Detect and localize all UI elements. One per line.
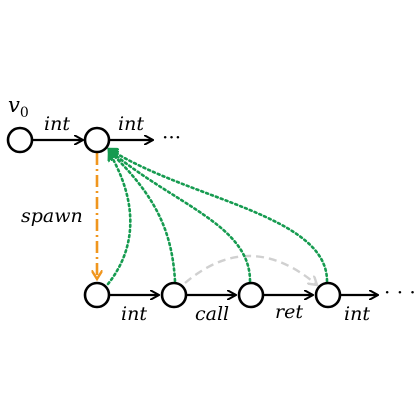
bottom-edge-1-label: int <box>121 303 147 325</box>
return-edge-3 <box>109 150 252 283</box>
start-node-subscript: 0 <box>20 105 29 121</box>
bottom-continuation: · · · <box>384 280 416 304</box>
return-edge-4 <box>109 147 329 283</box>
bottom-edge-3-label: ret <box>275 301 303 323</box>
top-edge-2-label: int <box>118 113 144 135</box>
node-after-int <box>160 281 188 309</box>
spawn-label: spawn <box>21 205 83 227</box>
node-spawner <box>83 126 111 154</box>
node-after-call <box>237 281 265 309</box>
top-edge-1-label: int <box>44 113 70 135</box>
start-node-label: v0 <box>8 93 29 121</box>
top-continuation: ··· <box>162 125 181 149</box>
node-thread-start <box>83 281 111 309</box>
return-edge-1 <box>106 152 132 286</box>
start-node-base: v <box>8 93 20 117</box>
return-edge-2 <box>109 151 177 283</box>
call-ret-edge <box>184 254 317 285</box>
node-after-ret <box>314 281 342 309</box>
node-v0 <box>6 126 34 154</box>
bottom-edge-4-label: int <box>344 303 370 325</box>
bottom-edge-2-label: call <box>195 303 229 325</box>
